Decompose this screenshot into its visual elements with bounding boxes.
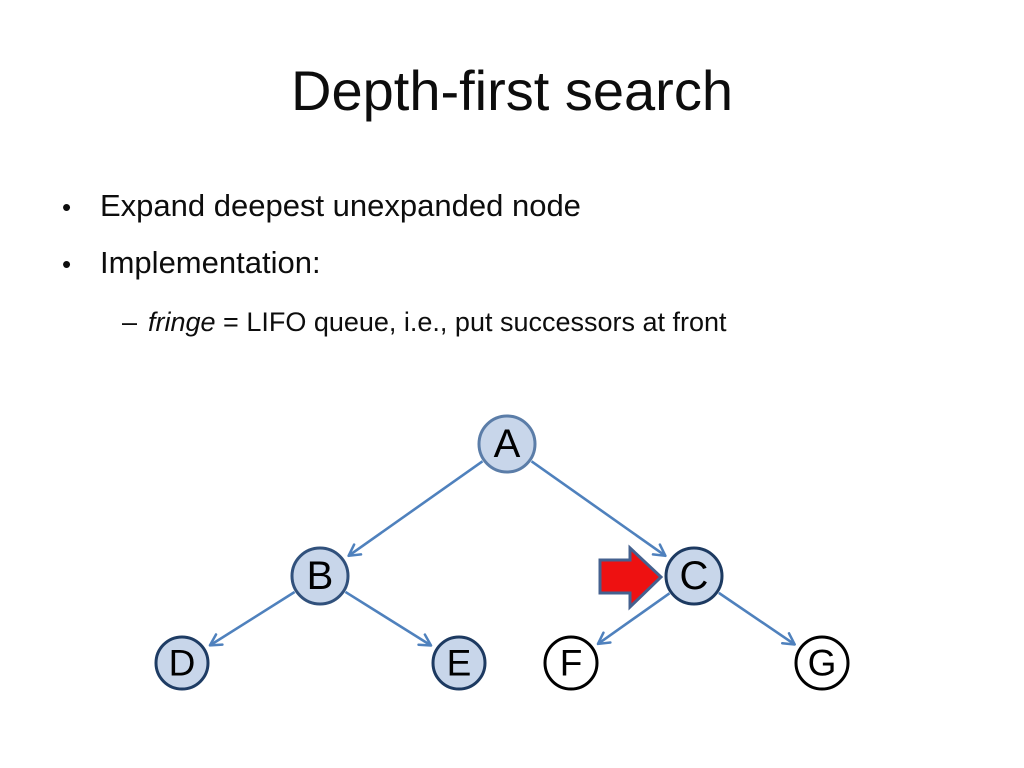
tree-edge-A-B	[347, 460, 484, 558]
bullet-item: • Implementation:	[62, 245, 994, 281]
tree-node-G	[794, 635, 850, 691]
tree-node-label-F: F	[560, 643, 583, 684]
bullet-text: Expand deepest unexpanded node	[100, 188, 581, 223]
bullet-dot: •	[62, 192, 72, 222]
bullet-list: • Expand deepest unexpanded node • Imple…	[62, 188, 994, 338]
sub-bullet-item: – fringe = LIFO queue, i.e., put success…	[62, 307, 994, 338]
sub-bullet-italic-term: fringe	[148, 306, 216, 337]
slide-title: Depth-first search	[291, 59, 733, 122]
tree-node-label-D: D	[169, 643, 196, 684]
tree-node-label-G: G	[808, 643, 837, 684]
tree-node-F	[543, 635, 599, 691]
tree-nodes: A B C D E F G	[154, 414, 850, 691]
tree-node-E	[431, 635, 487, 691]
sub-bullet-text: fringe = LIFO queue, i.e., put successor…	[148, 307, 727, 338]
tree-edge-B-D	[208, 590, 296, 647]
tree-node-label-A: A	[494, 422, 521, 466]
bullet-text: Implementation:	[100, 245, 321, 281]
red-block-arrow-icon	[598, 544, 664, 611]
tree-pointer	[598, 544, 664, 611]
tree-node-D	[154, 635, 210, 691]
tree-node-C	[664, 546, 724, 606]
tree-node-label-C: C	[680, 554, 709, 598]
sub-bullet-dash: –	[122, 306, 138, 337]
tree-node-A	[477, 414, 537, 474]
tree-edge-B-E	[344, 590, 433, 647]
bullet-item: • Expand deepest unexpanded node	[62, 188, 994, 224]
tree-edge-C-F	[596, 592, 671, 646]
tree-edges	[208, 460, 796, 647]
sub-bullet-rest: = LIFO queue, i.e., put successors at fr…	[215, 306, 727, 337]
tree-node-B	[290, 546, 350, 606]
tree-node-label-B: B	[307, 554, 334, 598]
tree-node-label-E: E	[447, 643, 472, 684]
tree-edge-A-C	[530, 460, 667, 558]
tree-edge-C-G	[718, 591, 796, 646]
bullet-dot: •	[62, 249, 72, 280]
